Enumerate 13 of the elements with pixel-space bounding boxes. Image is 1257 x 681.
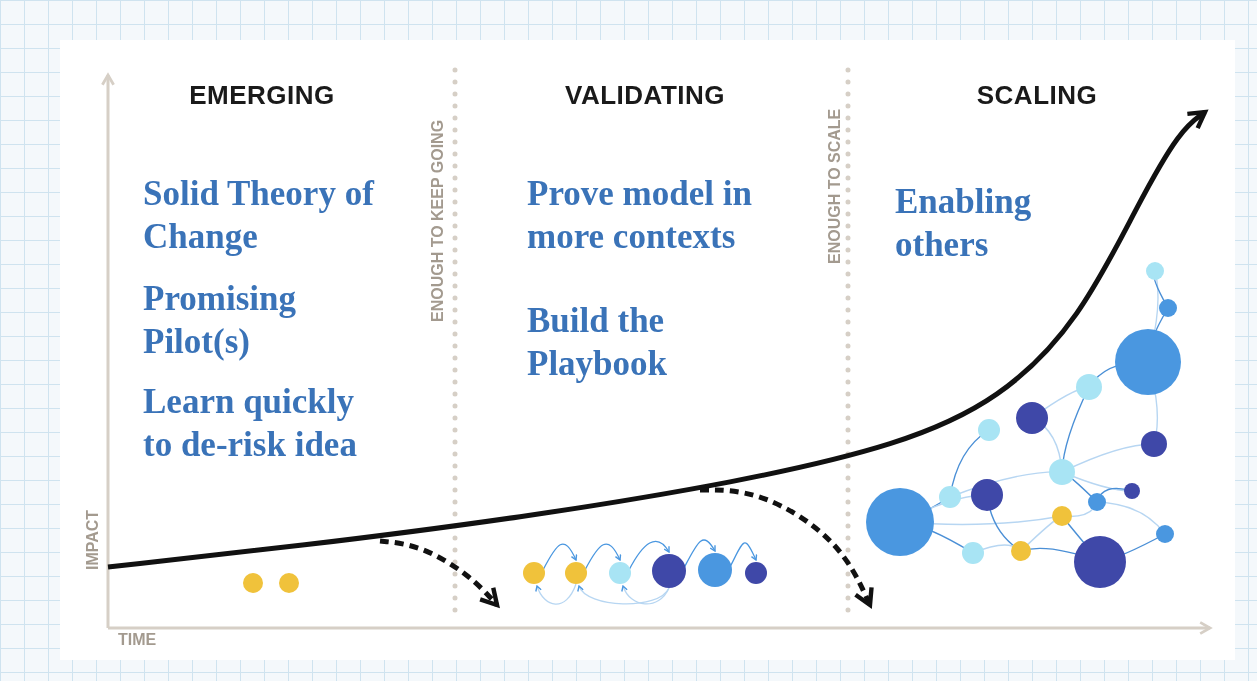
goal-text: Prove model in more contexts [527,173,753,258]
axis-label: TIME [118,631,157,649]
stage-heading: EMERGING [188,80,336,111]
threshold-label: ENOUGH TO SCALE [826,108,844,264]
axis-label: IMPACT [84,509,102,570]
goal-text: Learn quickly to de-risk idea [143,381,358,466]
goal-text: Solid Theory of Change [143,173,376,258]
threshold-label: ENOUGH TO KEEP GOING [429,119,447,322]
stage-heading: SCALING [975,80,1099,111]
stage-heading: VALIDATING [564,80,726,111]
goal-text: Promising Pilot(s) [143,278,297,363]
goal-text: Build the Playbook [527,300,669,385]
goal-text: Enabling others [895,181,1033,266]
